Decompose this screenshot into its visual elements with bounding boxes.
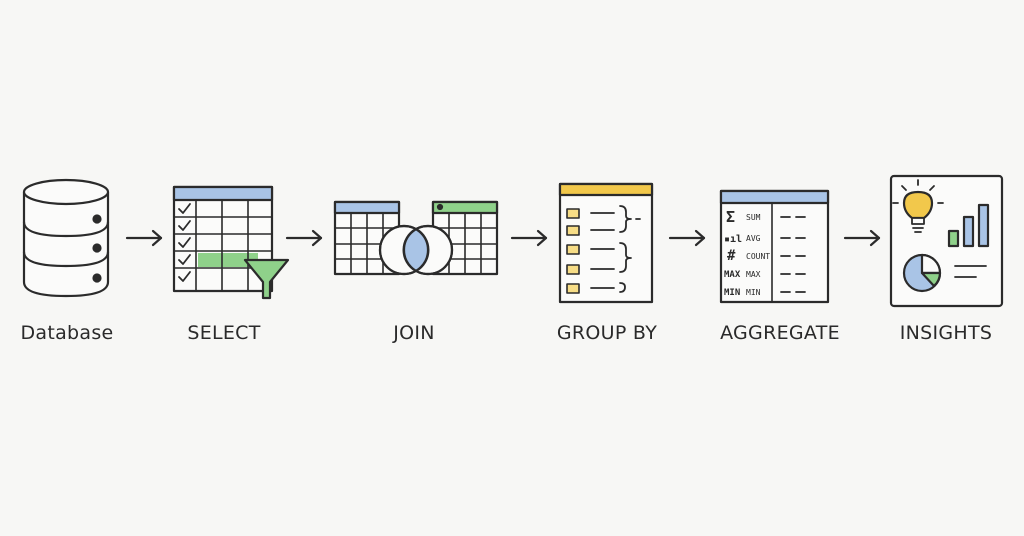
arrow-icon bbox=[668, 229, 706, 247]
avg-symbol: ▪ıl bbox=[724, 234, 742, 245]
join-tables-icon bbox=[333, 200, 499, 276]
step-label-select: SELECT bbox=[187, 322, 261, 344]
sum-symbol: Σ bbox=[726, 208, 735, 226]
step-label-group-by: GROUP BY bbox=[556, 322, 658, 344]
max-symbol: MAX bbox=[724, 270, 741, 280]
aggregate-table-icon bbox=[719, 189, 830, 304]
bar-chart-icon bbox=[947, 203, 990, 248]
lightbulb-icon bbox=[892, 179, 944, 233]
step-label-insights: INSIGHTS bbox=[899, 322, 993, 344]
insights-dashboard-icon bbox=[889, 174, 1004, 308]
min-symbol: MIN bbox=[724, 288, 740, 298]
aggregate-function-list: Σ SUM ▪ıl AVG # COUNT MAX MAX MIN MIN bbox=[724, 208, 770, 298]
avg-label: AVG bbox=[746, 234, 761, 243]
min-label: MIN bbox=[746, 288, 761, 297]
step-label-join: JOIN bbox=[393, 322, 435, 344]
group-by-icon bbox=[558, 182, 654, 304]
sum-label: SUM bbox=[746, 213, 761, 222]
count-label: COUNT bbox=[746, 252, 770, 261]
pie-chart-icon bbox=[902, 253, 942, 293]
step-label-aggregate: AGGREGATE bbox=[720, 322, 840, 344]
arrow-icon bbox=[510, 229, 548, 247]
database-icon bbox=[22, 178, 110, 298]
max-label: MAX bbox=[746, 270, 761, 279]
count-symbol: # bbox=[727, 248, 736, 264]
arrow-icon bbox=[285, 229, 323, 247]
arrow-icon bbox=[843, 229, 881, 247]
select-table-icon bbox=[172, 185, 290, 300]
arrow-icon bbox=[125, 229, 163, 247]
step-label-database: Database bbox=[20, 322, 114, 344]
